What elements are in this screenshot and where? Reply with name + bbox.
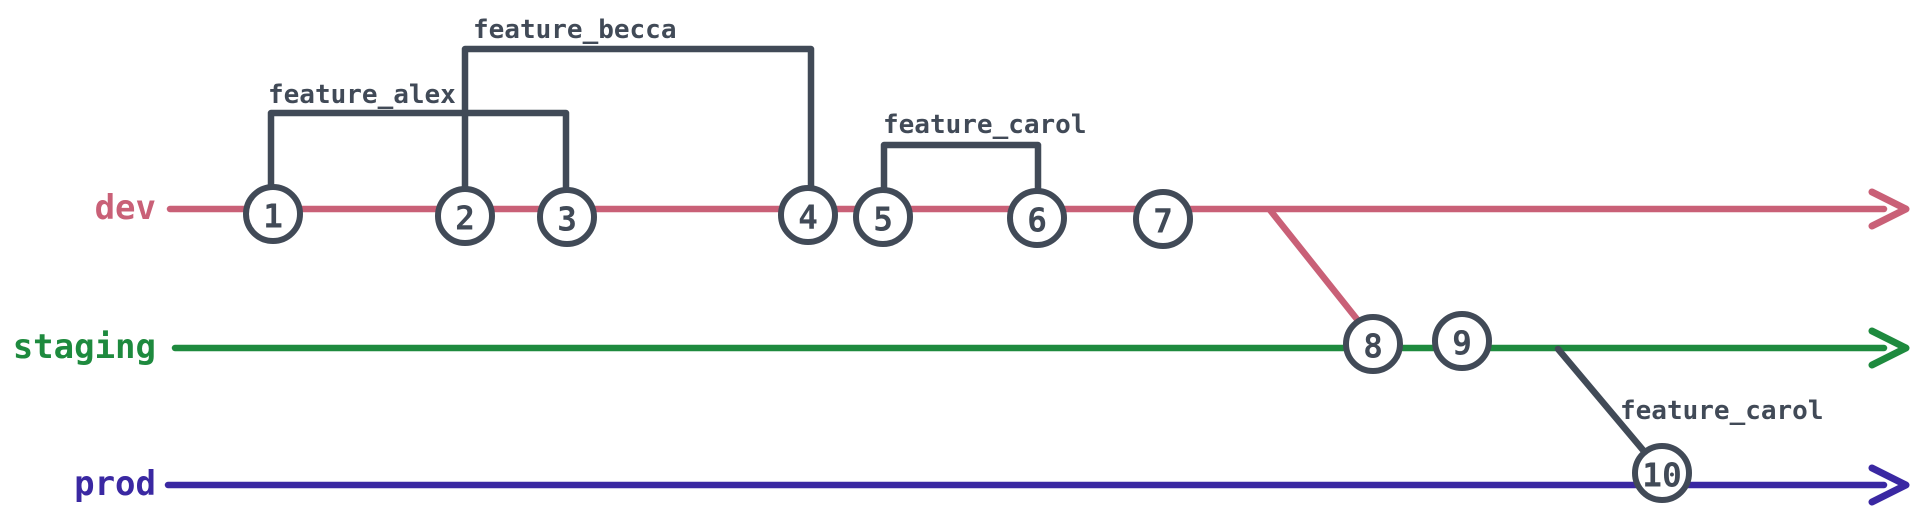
branch-label-prod: prod (74, 464, 156, 504)
commit-number: 2 (455, 199, 475, 238)
feature-branch-label: feature_becca (473, 15, 677, 45)
commit-number: 5 (873, 200, 893, 239)
branch-label-staging: staging (13, 327, 156, 367)
commit-circle (1007, 188, 1067, 248)
commit-circle (853, 187, 913, 247)
commit-circle (1343, 314, 1403, 374)
commit-circle (778, 185, 838, 245)
commit-node-5: 5 (853, 187, 913, 247)
commit-node-2: 2 (435, 186, 495, 246)
commit-node-4: 4 (778, 185, 838, 245)
commit-circle (435, 186, 495, 246)
branch-label-dev: dev (95, 188, 156, 228)
commit-node-8: 8 (1343, 314, 1403, 374)
commit-node-6: 6 (1007, 188, 1067, 248)
commit-number: 7 (1153, 202, 1173, 241)
merge-edge-staging-to-prod (1554, 345, 1652, 460)
commit-circle (1133, 189, 1193, 249)
feature-branch-label: feature_carol (883, 110, 1087, 140)
feature-branch-bracket-feature_carol (880, 141, 1042, 197)
commit-node-3: 3 (537, 187, 597, 247)
commit-circle (1432, 311, 1492, 371)
commit-node-7: 7 (1133, 189, 1193, 249)
branch-arrow-icon (1868, 327, 1910, 369)
merge-edge-dev-to-staging (1266, 206, 1364, 327)
commit-circle (1632, 443, 1692, 503)
feature-branch-label: feature_alex (268, 80, 456, 110)
commit-number: 4 (798, 198, 818, 237)
commit-number: 1 (263, 197, 283, 236)
commit-circle (537, 187, 597, 247)
commit-number: 10 (1642, 456, 1682, 495)
commit-number: 6 (1027, 201, 1047, 240)
commit-node-9: 9 (1432, 311, 1492, 371)
commit-node-10: 10 (1632, 443, 1692, 503)
commit-number: 8 (1363, 327, 1383, 366)
feature-branch-bracket-feature_alex (267, 109, 570, 196)
commit-circle (243, 184, 303, 244)
branch-arrow-icon (1868, 464, 1910, 506)
commit-number: 9 (1452, 324, 1472, 363)
commit-number: 3 (557, 200, 577, 239)
commit-node-1: 1 (243, 184, 303, 244)
merge-edge-label: feature_carol (1620, 396, 1824, 426)
branch-arrow-icon (1868, 188, 1910, 230)
feature-branch-bracket-feature_becca (461, 45, 815, 195)
